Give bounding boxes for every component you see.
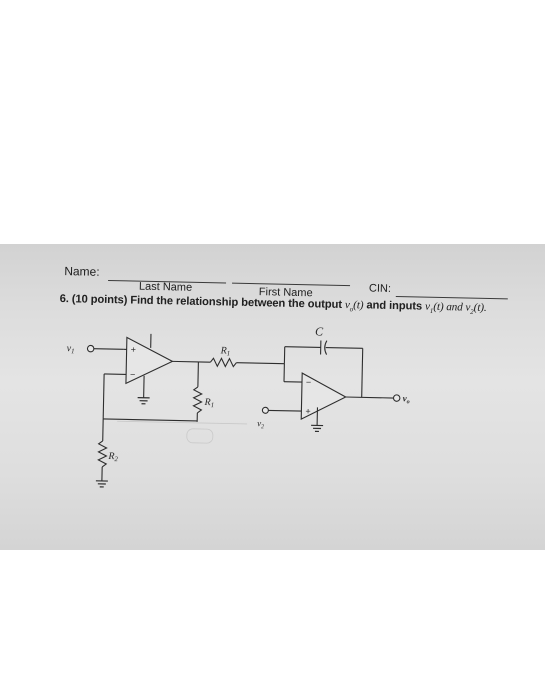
opamp-1	[125, 336, 174, 385]
v2-terminal	[261, 406, 269, 414]
opamp1-plus-sign: +	[131, 344, 136, 354]
opamp2-minus-sign: −	[306, 377, 311, 387]
r1-vertical-resistor	[192, 386, 203, 414]
vo-label: vo	[403, 393, 410, 405]
bleed-through-marks	[117, 420, 248, 444]
ground-symbols	[95, 397, 324, 488]
v1-wire	[93, 348, 124, 350]
output-wire	[345, 396, 394, 399]
r1-mid-label: R1	[203, 397, 214, 409]
circuit-diagram: v1 R1 R1 R2 v2 vo C + − − +	[67, 324, 410, 488]
v1-label: v1	[67, 343, 75, 355]
worksheet-photo: Name: Last Name First Name CIN: 6. (10 p…	[0, 244, 545, 550]
worksheet-sheet: Name: Last Name First Name CIN: 6. (10 p…	[0, 244, 545, 550]
capacitor-label: C	[315, 324, 324, 338]
capacitor-plate-2	[324, 340, 328, 355]
opamp1-minus-sign: −	[130, 369, 135, 379]
r2-resistor	[97, 440, 108, 468]
opamp1-output-wire	[172, 360, 199, 363]
r1-top-label: R1	[219, 345, 230, 357]
opamp2-plus-sign: +	[305, 406, 310, 416]
r2-label: R2	[107, 451, 118, 463]
bottom-feedback-wire	[103, 418, 198, 422]
opamp-2	[300, 372, 347, 420]
v1-terminal	[86, 344, 95, 353]
r1-horizontal-resistor	[209, 357, 237, 368]
vo-terminal	[392, 394, 401, 402]
v2-label: v2	[257, 418, 264, 430]
